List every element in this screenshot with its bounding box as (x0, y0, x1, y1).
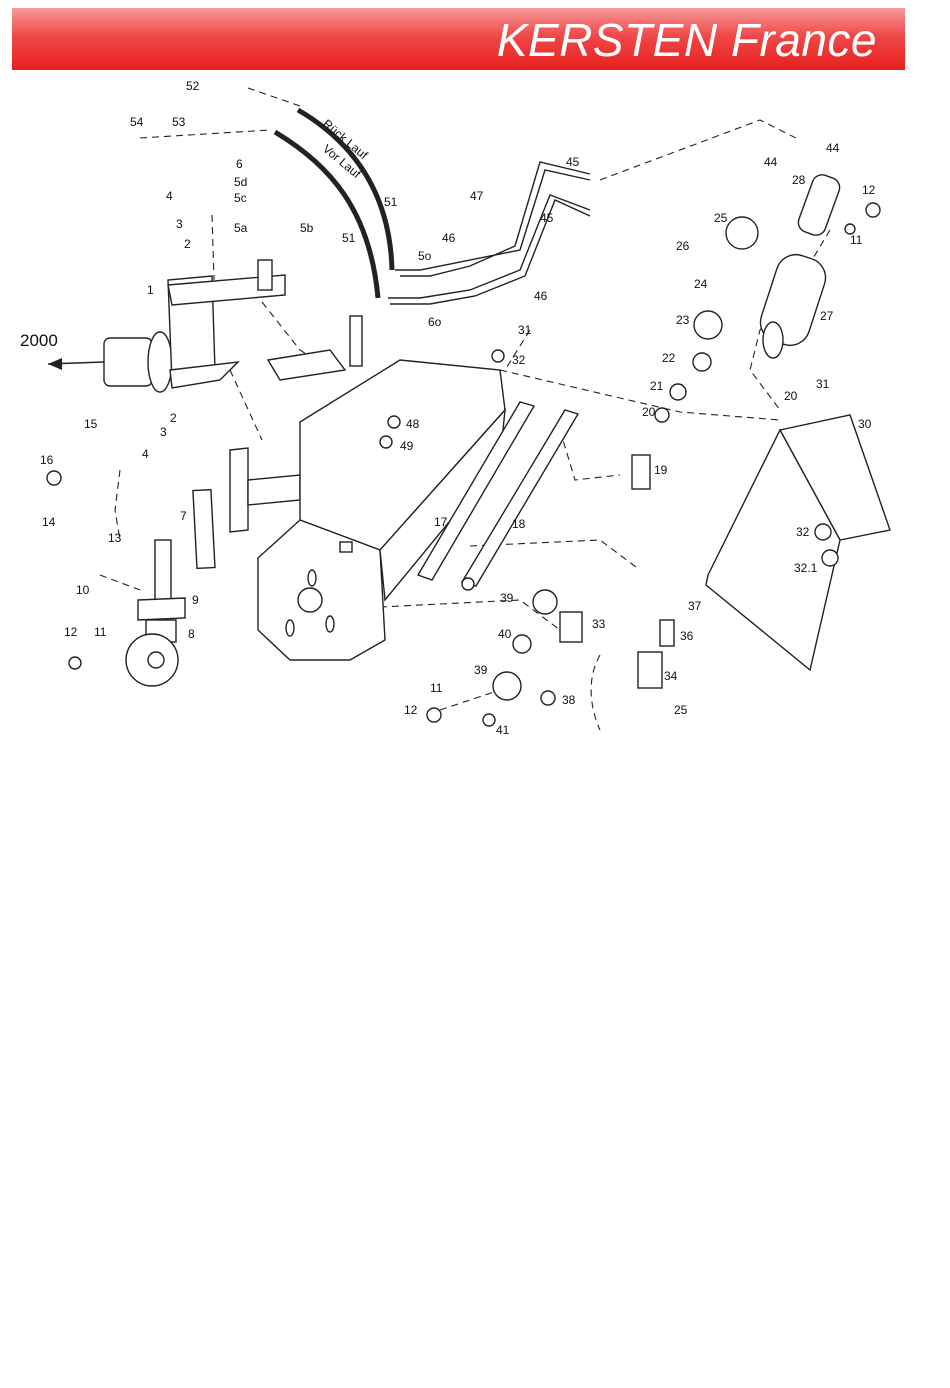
callout: 51 (342, 231, 356, 245)
callout: 46 (442, 231, 456, 245)
callout: 22 (662, 351, 676, 365)
callout: 25 (674, 703, 688, 717)
callout: 9 (192, 593, 199, 607)
callout: 44 (764, 155, 778, 169)
callout: 32.1 (794, 561, 818, 575)
callout: 45 (540, 211, 554, 225)
callout: 23 (676, 313, 690, 327)
callout: 37 (688, 599, 702, 613)
callout: 5d (234, 175, 247, 189)
callout: 34 (664, 669, 678, 683)
callout: 2 (170, 411, 177, 425)
callout: 3 (160, 425, 167, 439)
callout: 26 (676, 239, 690, 253)
callout: 46 (534, 289, 548, 303)
callout: 5b (300, 221, 314, 235)
callout: 54 (130, 115, 144, 129)
callout: 36 (680, 629, 694, 643)
callout: 20 (784, 389, 798, 403)
callout: 53 (172, 115, 186, 129)
callout: 47 (470, 189, 484, 203)
callout: 5o (418, 249, 432, 263)
callout: 1 (147, 283, 154, 297)
callout: 41 (496, 723, 510, 737)
callout: 30 (858, 417, 872, 431)
header-banner: KERSTEN France (12, 8, 905, 70)
callout: 39 (474, 663, 488, 677)
callout: 6 (236, 157, 243, 171)
callout: 5a (234, 221, 248, 235)
callout: 4 (166, 189, 173, 203)
callout: 3 (176, 217, 183, 231)
callout: 11 (430, 681, 443, 695)
callout: 38 (562, 693, 576, 707)
callout: 32 (512, 353, 526, 367)
callout: 45 (566, 155, 580, 169)
callout: 13 (108, 531, 122, 545)
callout: 21 (650, 379, 664, 393)
callout: 12 (862, 183, 876, 197)
callout: 33 (592, 617, 606, 631)
hydraulic-motor (104, 260, 285, 392)
callout: 28 (792, 173, 806, 187)
callout: 16 (40, 453, 54, 467)
callout: 2 (184, 237, 191, 251)
callout: 32 (796, 525, 810, 539)
callout: 7 (180, 509, 187, 523)
callout: 8 (188, 627, 195, 641)
exploded-parts-diagram: 2000 Rück Lauf Vor Lauf 1 2 3 4 2 3 4 5a… (0, 70, 950, 740)
callout: 44 (826, 141, 840, 155)
callout: 18 (512, 517, 526, 531)
callout: 24 (694, 277, 708, 291)
callout: 4 (142, 447, 149, 461)
callout: 11 (850, 233, 863, 247)
callout: 49 (400, 439, 414, 453)
callout: 6o (428, 315, 442, 329)
arrow-2000: 2000 (20, 331, 104, 370)
callout: 15 (84, 417, 98, 431)
brand-title: KERSTEN France (497, 14, 877, 66)
callout: 48 (406, 417, 420, 431)
callout: 11 (94, 625, 107, 639)
hydraulic-hoses (275, 110, 590, 304)
arrow-label: 2000 (20, 331, 58, 350)
callout: 20 (642, 405, 656, 419)
guard-30 (706, 415, 890, 670)
callout: 51 (384, 195, 398, 209)
callout: 17 (434, 515, 448, 529)
callout: 40 (498, 627, 512, 641)
callout: 14 (42, 515, 56, 529)
callout: 31 (518, 323, 532, 337)
plate-7 (193, 490, 215, 569)
callout: 12 (64, 625, 78, 639)
callout: 39 (500, 591, 514, 605)
callout: 25 (714, 211, 728, 225)
callout: 27 (820, 309, 834, 323)
callout: 31 (816, 377, 830, 391)
callout: 10 (76, 583, 90, 597)
callout: 5c (234, 191, 247, 205)
callout: 52 (186, 79, 200, 93)
callout: 19 (654, 463, 668, 477)
castor-wheel (126, 540, 185, 686)
callout: 12 (404, 703, 418, 717)
